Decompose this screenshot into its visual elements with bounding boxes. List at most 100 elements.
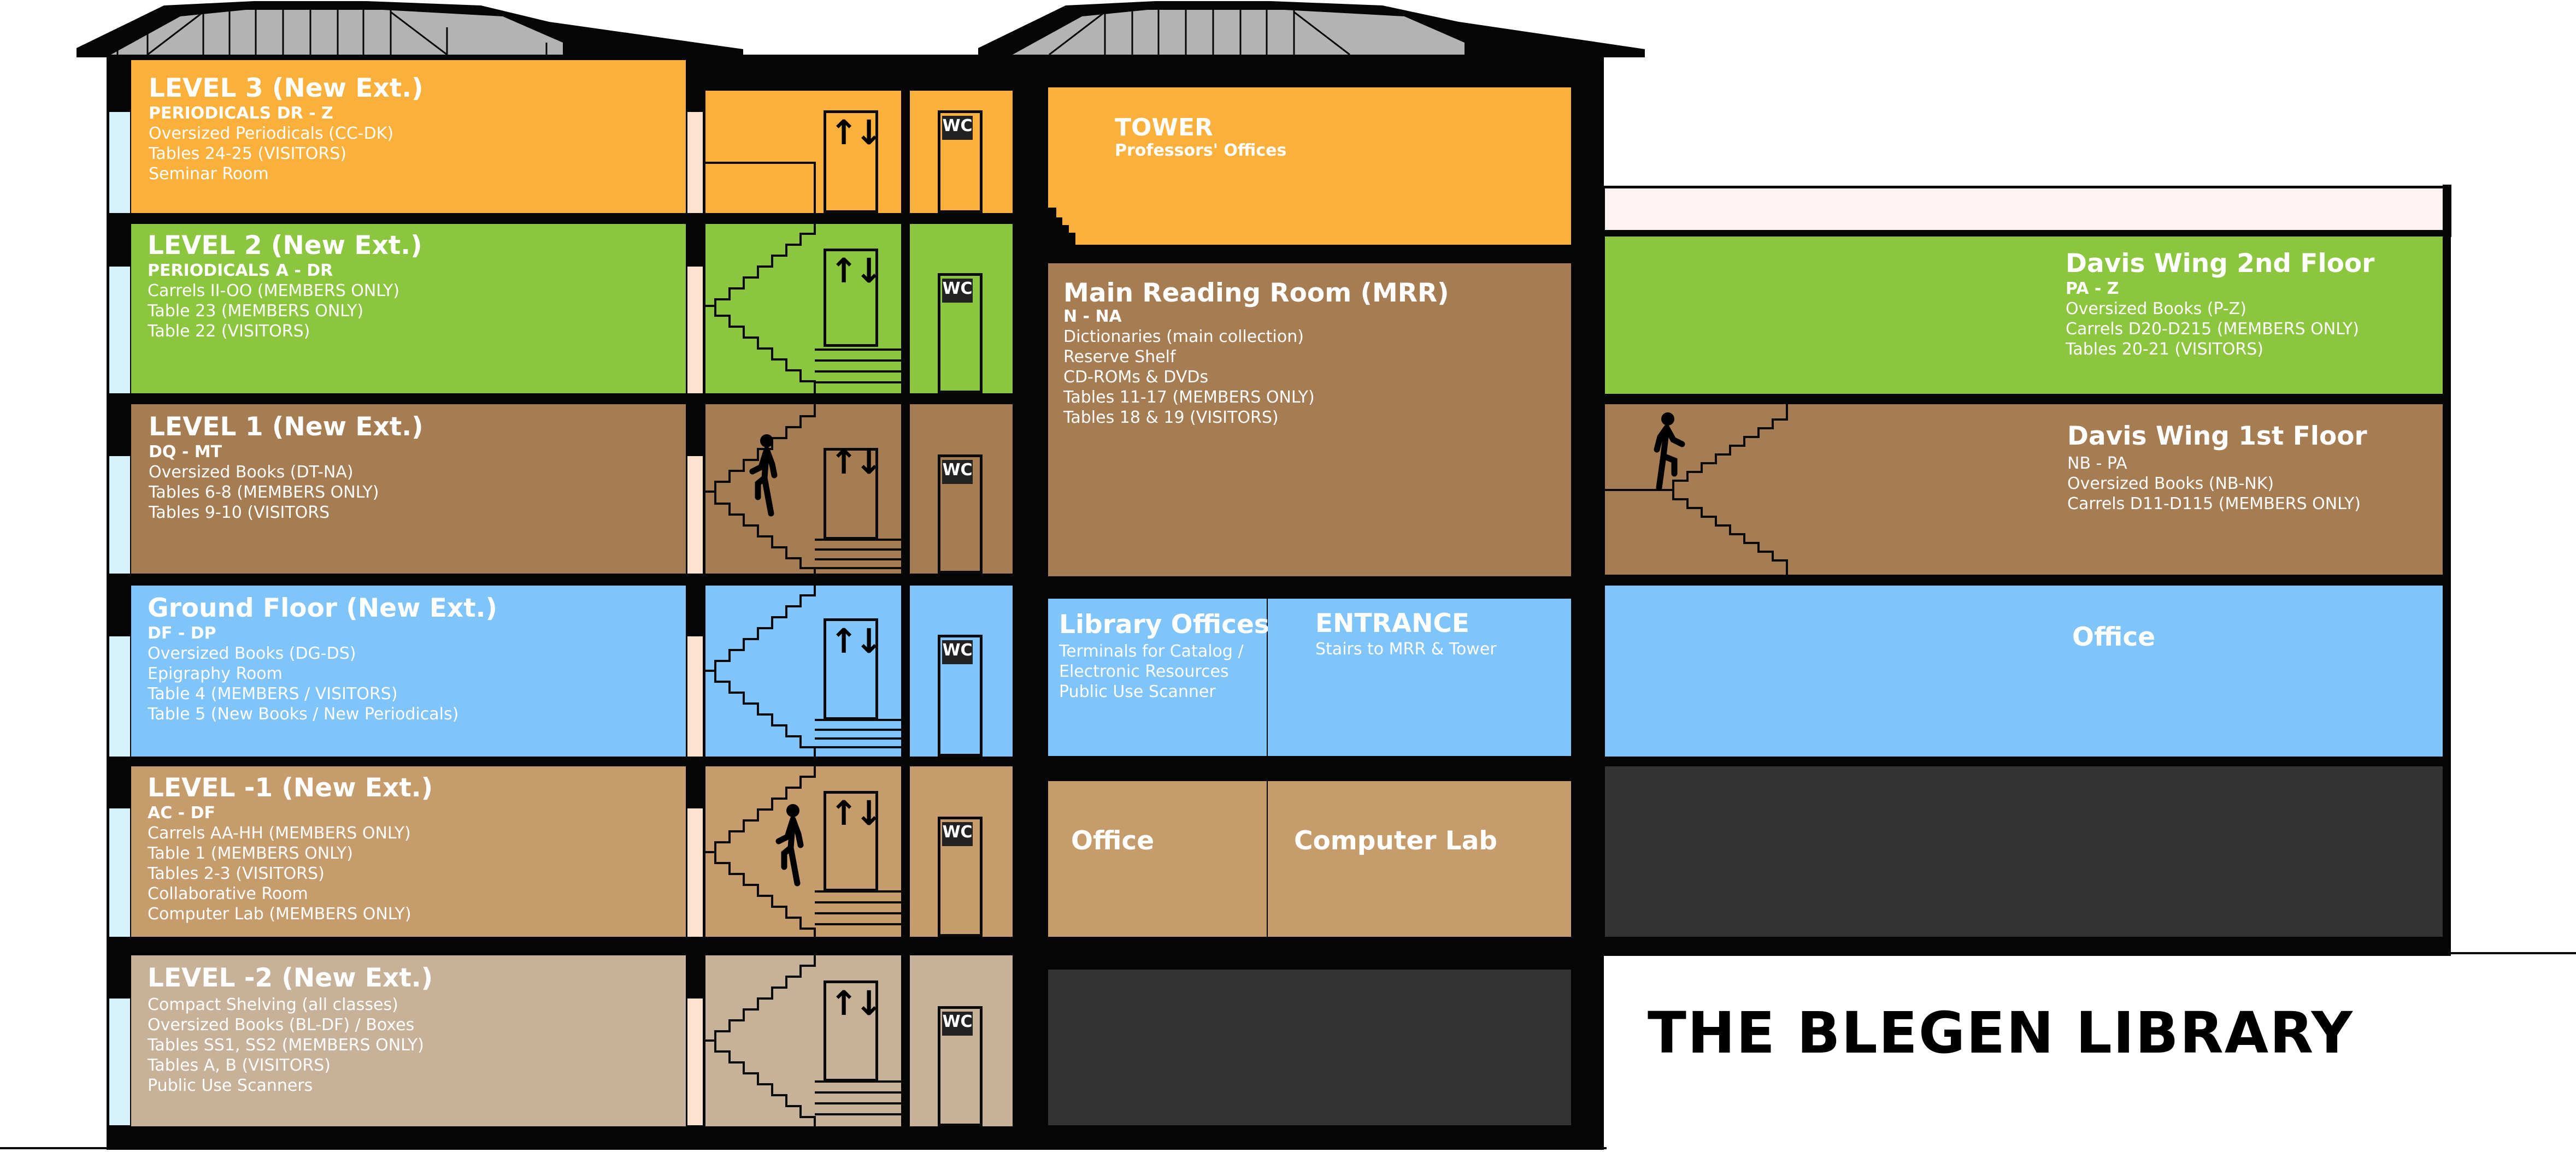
wc-column-level-2 <box>910 224 1013 393</box>
davis-staircase-drawing <box>1605 404 1788 575</box>
elevator-door[interactable] <box>824 980 878 1082</box>
stairwell-ground <box>705 586 901 757</box>
window-strip <box>687 808 703 937</box>
room-item: Carrels D20-D215 (MEMBERS ONLY) <box>2066 320 2359 339</box>
floor-item: Tables 9-10 (VISITORS <box>149 503 330 522</box>
left-roof <box>77 1 743 57</box>
room-item: CD-ROMs & DVDs <box>1063 368 1209 387</box>
room-title: Main Reading Room (MRR) <box>1063 278 1449 308</box>
room-entrance[interactable]: ENTRANCE Stairs to MRR & Tower <box>1268 599 1571 756</box>
room-davis-basement <box>1605 766 2443 937</box>
room-davis-office[interactable]: Office <box>1605 586 2443 757</box>
floor-item: Collaborative Room <box>148 884 308 903</box>
floor-level-2[interactable]: LEVEL 2 (New Ext.) PERIODICALS A - DR Ca… <box>131 224 686 393</box>
room-item: Public Use Scanner <box>1059 682 1216 701</box>
wc-door[interactable] <box>938 273 983 393</box>
elevator-door[interactable] <box>824 110 878 213</box>
window-strip <box>687 456 703 574</box>
floor-title: LEVEL -2 (New Ext.) <box>148 963 433 993</box>
wc-door[interactable] <box>938 454 983 574</box>
window-strip <box>109 456 130 574</box>
floor-title: LEVEL 1 (New Ext.) <box>149 412 424 442</box>
floor-title: LEVEL 2 (New Ext.) <box>148 231 422 261</box>
elevator-door[interactable] <box>824 448 878 540</box>
stairwell-level-minus-2 <box>705 955 901 1126</box>
room-item: Tables 20-21 (VISITORS) <box>2066 340 2263 359</box>
floor-item: Carrels AA-HH (MEMBERS ONLY) <box>148 824 411 843</box>
wc-door[interactable] <box>938 110 983 213</box>
wc-door[interactable] <box>938 817 983 937</box>
room-tower[interactable]: TOWER Professors' Offices <box>1048 87 1571 245</box>
room-item: Terminals for Catalog / <box>1059 642 1244 661</box>
room-computer-lab[interactable]: Computer Lab <box>1268 781 1571 937</box>
floor-item: Public Use Scanners <box>148 1076 313 1095</box>
elevator-door[interactable] <box>824 791 878 891</box>
floor-call-range: DF - DP <box>148 624 216 643</box>
room-subtitle: Stairs to MRR & Tower <box>1315 640 1497 659</box>
floor-call-range: AC - DF <box>148 804 215 823</box>
floor-level-3[interactable]: LEVEL 3 (New Ext.) PERIODICALS DR - Z Ov… <box>131 60 686 213</box>
floor-level-minus-2[interactable]: LEVEL -2 (New Ext.) Compact Shelving (al… <box>131 955 686 1126</box>
floor-call-range: PERIODICALS A - DR <box>148 261 333 280</box>
room-office[interactable]: Office <box>1048 781 1267 937</box>
staircase-drawing <box>705 162 901 1126</box>
ground-line <box>0 1147 1607 1149</box>
floor-item: Oversized Books (BL-DF) / Boxes <box>148 1015 415 1035</box>
room-title: Office <box>1071 826 1155 856</box>
floor-item: Oversized Books (DT-NA) <box>149 463 354 482</box>
wc-icon: WC <box>942 460 973 484</box>
room-call-range: N - NA <box>1063 307 1122 326</box>
elevator-up-down-icon: ↑↓ <box>830 251 883 291</box>
room-title: Davis Wing 2nd Floor <box>2066 249 2375 279</box>
floor-title: LEVEL 3 (New Ext.) <box>149 73 424 103</box>
floor-item: Table 23 (MEMBERS ONLY) <box>148 302 364 321</box>
room-library-offices[interactable]: Library Offices Terminals for Catalog / … <box>1048 599 1269 756</box>
room-title: Davis Wing 1st Floor <box>2067 421 2367 451</box>
wc-icon: WC <box>942 1012 973 1036</box>
stairwell-level-1 <box>705 404 901 574</box>
elevator-door[interactable] <box>824 249 878 347</box>
page-title: THE BLEGEN LIBRARY <box>1648 1000 2354 1066</box>
window-strip <box>109 267 130 393</box>
tower-stair-notch <box>1048 208 1075 246</box>
room-subtitle: Professors' Offices <box>1115 141 1287 160</box>
floor-call-range: PERIODICALS DR - Z <box>149 104 333 123</box>
room-item: Reserve Shelf <box>1063 347 1176 367</box>
floor-item: Table 4 (MEMBERS / VISITORS) <box>148 684 398 704</box>
floor-level-1[interactable]: LEVEL 1 (New Ext.) DQ - MT Oversized Boo… <box>131 404 686 574</box>
elevator-door[interactable] <box>824 618 878 720</box>
elevator-up-down-icon: ↑↓ <box>830 113 883 152</box>
room-call-range: PA - Z <box>2066 279 2119 298</box>
window-strip <box>687 999 703 1125</box>
davis-wing-bracket <box>2443 185 2451 237</box>
room-davis-1st-floor[interactable]: Davis Wing 1st Floor NB - PA Oversized B… <box>1605 404 2443 575</box>
room-main-reading-room[interactable]: Main Reading Room (MRR) N - NA Dictionar… <box>1048 263 1571 576</box>
window-strip <box>109 112 130 213</box>
room-title: TOWER <box>1115 114 1213 141</box>
wc-door[interactable] <box>938 635 983 757</box>
floor-call-range: DQ - MT <box>149 442 222 462</box>
floor-item: Oversized Books (DG-DS) <box>148 644 356 663</box>
window-strip <box>687 636 703 757</box>
room-item: Oversized Books (NB-NK) <box>2067 474 2274 493</box>
window-strip <box>687 267 703 393</box>
elevator-up-down-icon: ↑↓ <box>830 793 883 833</box>
floor-title: LEVEL -1 (New Ext.) <box>148 773 433 803</box>
window-strip <box>109 999 130 1125</box>
wc-column-ground <box>910 586 1013 757</box>
floor-item: Seminar Room <box>149 164 269 184</box>
room-item: Oversized Books (P-Z) <box>2066 299 2246 318</box>
wc-door[interactable] <box>938 1006 983 1126</box>
floor-ground[interactable]: Ground Floor (New Ext.) DF - DP Oversize… <box>131 586 686 757</box>
person-walking-icon <box>775 804 804 887</box>
room-davis-2nd-floor[interactable]: Davis Wing 2nd Floor PA - Z Oversized Bo… <box>1605 237 2443 394</box>
floor-item: Tables 2-3 (VISITORS) <box>148 864 325 883</box>
elevator-up-down-icon: ↑↓ <box>830 442 883 482</box>
floor-level-minus-1[interactable]: LEVEL -1 (New Ext.) AC - DF Carrels AA-H… <box>131 766 686 937</box>
elevator-up-down-icon: ↑↓ <box>830 983 883 1023</box>
floor-item: Compact Shelving (all classes) <box>148 995 398 1014</box>
floor-item: Tables 24-25 (VISITORS) <box>149 144 346 163</box>
floor-item: Tables 6-8 (MEMBERS ONLY) <box>149 483 379 502</box>
wc-icon: WC <box>942 116 973 140</box>
floor-item: Table 1 (MEMBERS ONLY) <box>148 844 353 863</box>
